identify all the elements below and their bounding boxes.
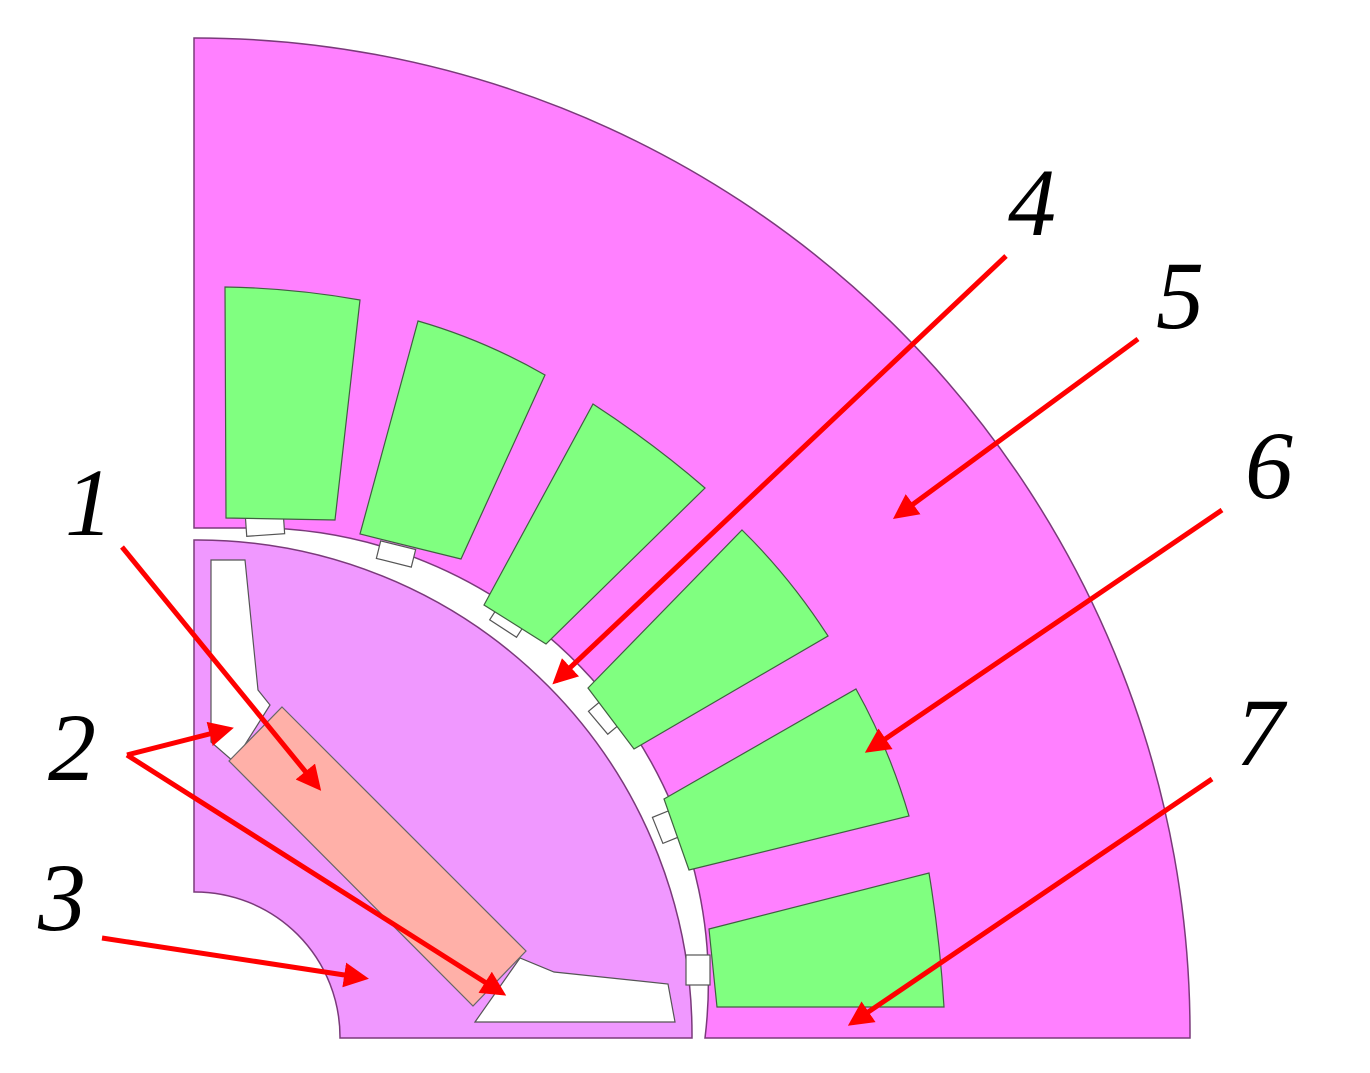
callout-labels: 1 2 3 4 5 6 7 bbox=[37, 149, 1293, 951]
winding-slot bbox=[708, 872, 945, 1008]
winding-slot bbox=[359, 320, 546, 560]
callout-label-3: 3 bbox=[37, 844, 86, 951]
callout-7-arrow bbox=[847, 776, 1214, 1026]
callout-label-4: 4 bbox=[1008, 149, 1056, 256]
flux-barrier-lower bbox=[473, 957, 676, 1023]
callout-label-7: 7 bbox=[1236, 679, 1288, 786]
winding-slot bbox=[483, 403, 706, 645]
winding-slot bbox=[663, 688, 910, 871]
callout-1-arrow bbox=[120, 545, 322, 791]
callout-6-arrow bbox=[864, 507, 1224, 753]
winding-slot bbox=[587, 529, 829, 750]
callout-4-arrow bbox=[552, 254, 1008, 685]
callout-2-arrow-upper bbox=[126, 721, 234, 758]
slot-opening bbox=[685, 954, 711, 986]
callout-2-arrow-lower bbox=[125, 752, 507, 996]
callout-label-2: 2 bbox=[48, 694, 96, 801]
callout-label-5: 5 bbox=[1156, 242, 1204, 349]
slot-opening bbox=[375, 540, 417, 568]
stator-winding-slots bbox=[224, 286, 945, 1008]
callout-5-arrow bbox=[892, 336, 1140, 519]
rotor-core bbox=[193, 539, 693, 1039]
callout-label-1: 1 bbox=[65, 449, 113, 556]
callout-arrows bbox=[101, 254, 1224, 1026]
callout-3-arrow bbox=[101, 935, 369, 988]
winding-slot bbox=[224, 286, 361, 521]
callout-label-6: 6 bbox=[1245, 412, 1293, 519]
